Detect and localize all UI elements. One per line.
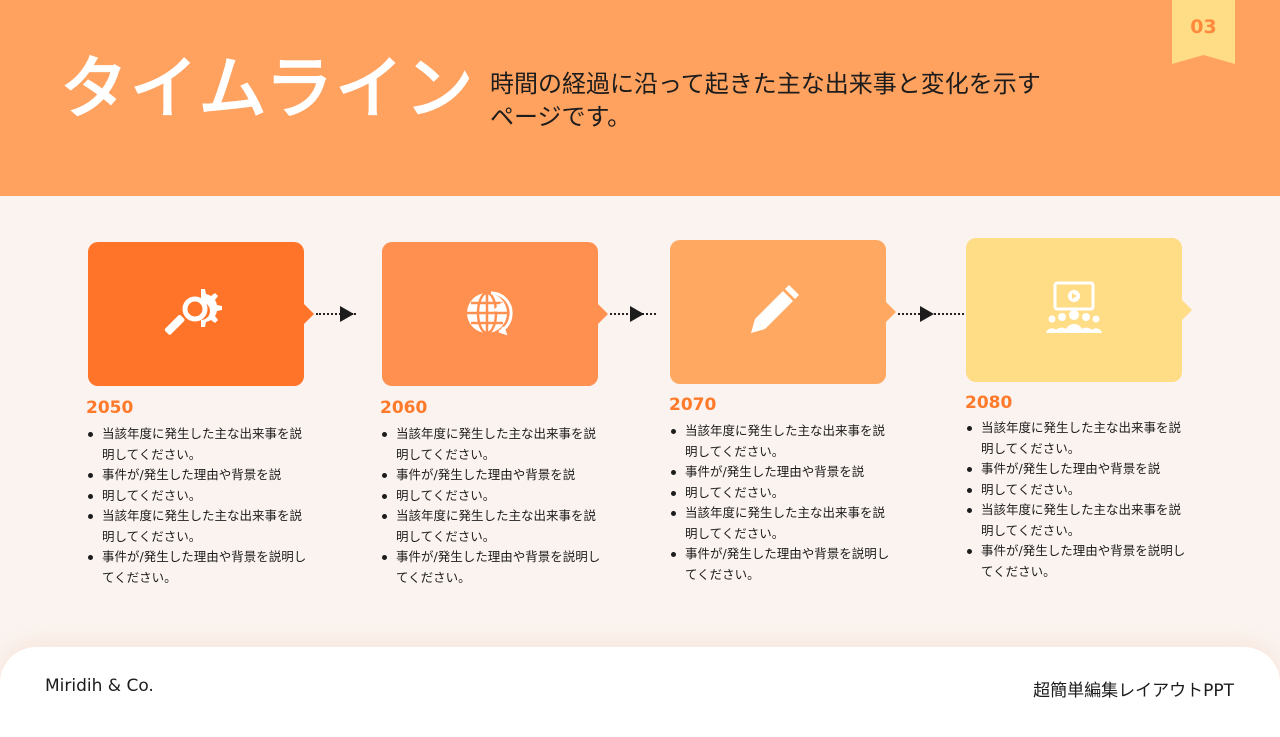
list-item: 事件が/発生した理由や背景を説 — [965, 459, 1190, 480]
page-title: タイムライン — [60, 50, 476, 129]
gear-search-icon — [161, 279, 231, 349]
list-item: 明してください。 — [965, 480, 1190, 501]
list-item: 明してください。 — [86, 486, 311, 507]
timeline-card-2060 — [382, 242, 608, 386]
list-item: 当該年度に発生した主な出来事を説明してください。 — [86, 506, 311, 547]
pencil-icon — [743, 277, 813, 347]
header-band: タイムライン 時間の経過に沿って起きた主な出来事と変化を示すページです。 03 — [0, 0, 1280, 196]
timeline-bullets-2070: 当該年度に発生した主な出来事を説明してください。 事件が/発生した理由や背景を説… — [669, 421, 894, 585]
page-number-tag: 03 — [1172, 0, 1235, 64]
timeline-year-2080: 2080 — [965, 393, 1013, 413]
timeline-bullets-2050: 当該年度に発生した主な出来事を説明してください。 事件が/発生した理由や背景を説… — [86, 424, 311, 588]
arrow-right-icon — [340, 306, 354, 322]
footer-company: Miridih & Co. — [45, 676, 154, 696]
list-item: 事件が/発生した理由や背景を説明してください。 — [669, 544, 894, 585]
arrow-right-icon — [630, 306, 644, 322]
list-item: 事件が/発生した理由や背景を説 — [669, 462, 894, 483]
timeline-year-2050: 2050 — [86, 398, 134, 418]
timeline-connector — [898, 306, 964, 329]
timeline-card-2050 — [88, 242, 314, 386]
list-item: 当該年度に発生した主な出来事を説明してください。 — [669, 421, 894, 462]
audience-video-icon — [1039, 275, 1109, 345]
arrow-right-icon — [920, 306, 934, 322]
globe-clock-icon — [455, 279, 525, 349]
list-item: 事件が/発生した理由や背景を説明してください。 — [380, 547, 605, 588]
list-item: 事件が/発生した理由や背景を説明してください。 — [86, 547, 311, 588]
list-item: 事件が/発生した理由や背景を説 — [86, 465, 311, 486]
timeline-year-2070: 2070 — [669, 395, 717, 415]
list-item: 当該年度に発生した主な出来事を説明してください。 — [380, 506, 605, 547]
timeline-bullets-2080: 当該年度に発生した主な出来事を説明してください。 事件が/発生した理由や背景を説… — [965, 418, 1190, 582]
list-item: 当該年度に発生した主な出来事を説明してください。 — [965, 418, 1190, 459]
list-item: 明してください。 — [669, 483, 894, 504]
list-item: 事件が/発生した理由や背景を説 — [380, 465, 605, 486]
list-item: 当該年度に発生した主な出来事を説明してください。 — [380, 424, 605, 465]
list-item: 事件が/発生した理由や背景を説明してください。 — [965, 541, 1190, 582]
list-item: 当該年度に発生した主な出来事を説明してください。 — [86, 424, 311, 465]
footer-tagline: 超簡単編集レイアウトPPT — [1033, 681, 1234, 701]
timeline-connector — [610, 306, 656, 329]
list-item: 明してください。 — [380, 486, 605, 507]
timeline-card-2070 — [670, 240, 896, 384]
timeline-card-2080 — [966, 238, 1192, 382]
timeline-year-2060: 2060 — [380, 398, 428, 418]
list-item: 当該年度に発生した主な出来事を説明してください。 — [965, 500, 1190, 541]
timeline-connector — [316, 306, 356, 329]
page-number: 03 — [1190, 16, 1217, 38]
page-subtitle: 時間の経過に沿って起きた主な出来事と変化を示すページです。 — [490, 70, 1041, 131]
footer-bar: Miridih & Co. 超簡単編集レイアウトPPT — [0, 647, 1280, 737]
list-item: 当該年度に発生した主な出来事を説明してください。 — [669, 503, 894, 544]
timeline-bullets-2060: 当該年度に発生した主な出来事を説明してください。 事件が/発生した理由や背景を説… — [380, 424, 605, 588]
